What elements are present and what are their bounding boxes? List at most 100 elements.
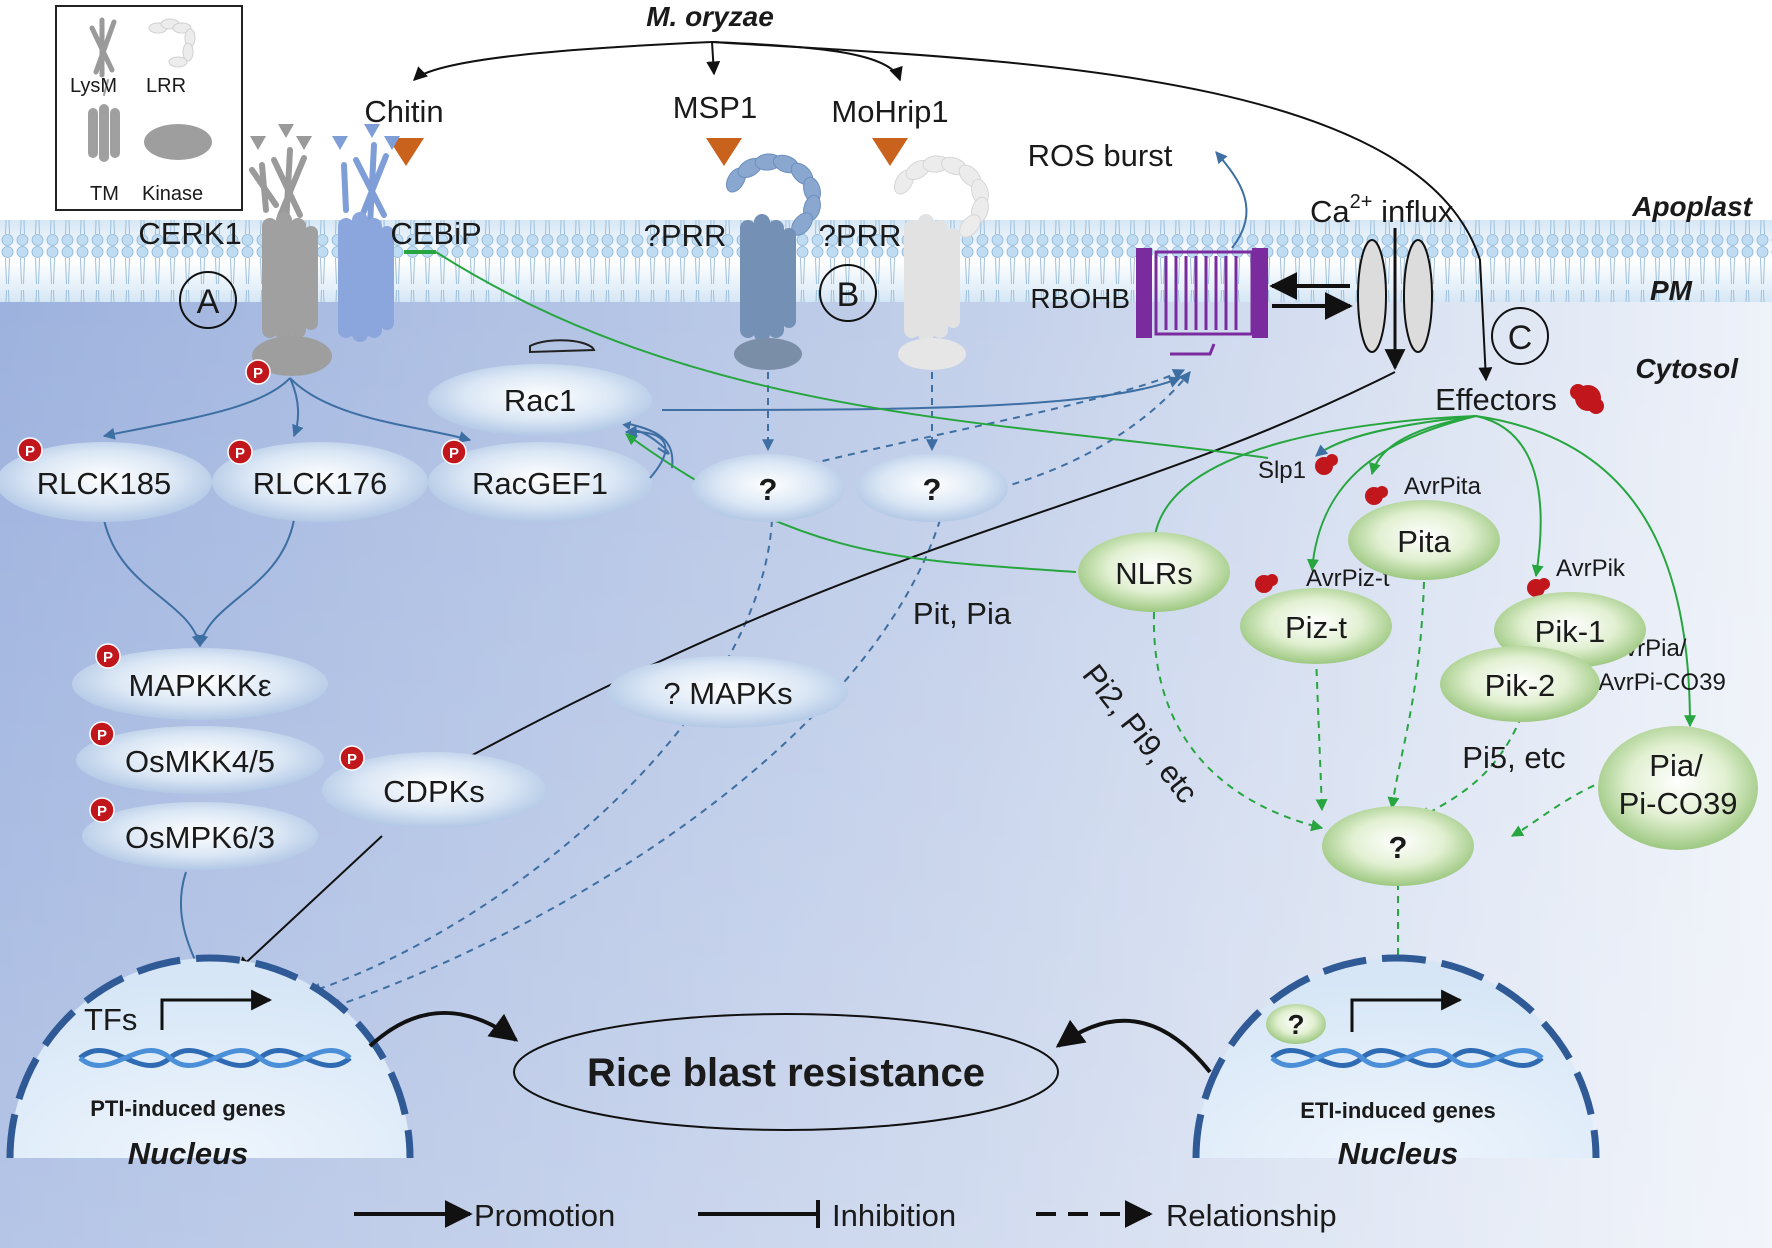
prr-msp1-label: ?PRR [644,218,727,253]
tfs-label: TFs [84,1002,137,1037]
node-unknown-1: ? [692,454,844,522]
ros-burst-arrow [1215,151,1248,249]
phospho-icon-rlck176: P [227,439,253,465]
section-a-label: A [197,283,220,321]
legend-lrr-label: LRR [146,75,186,97]
pia-label-1: Pia/ [1649,748,1703,783]
node-unknown-eti: ? [1322,806,1474,886]
mohrip1-triangle [872,138,908,166]
lysm-icon [89,17,117,96]
pti-nucleus [6,954,414,1159]
ca-influx-pre: Ca [1310,194,1350,229]
pita-label: Pita [1397,524,1451,559]
svg-text:P: P [103,649,113,666]
pathogen-arrows [412,41,1493,382]
phospho-icon-rlck185: P [17,437,43,463]
nucleus-unknown-node [1266,1004,1326,1044]
msp1-triangle [706,138,742,166]
rlck185-label: RLCK185 [37,466,171,501]
pathogen-title: M. oryzae [646,1,774,32]
node-mapkkk: MAPKKKε [72,648,328,720]
svg-text:P: P [449,445,459,462]
node-pita: Pita [1348,500,1500,580]
phospho-markers: P P P P P P P P [17,359,467,823]
prr-mohrip1-receptor [894,155,989,370]
nlrs-label: NLRs [1115,556,1193,591]
pti-dashed-arrows [308,369,1191,1011]
ligand-msp1-label: MSP1 [673,90,757,125]
cdpks-label: CDPKs [383,774,485,809]
phospho-icon-cerk1: P [245,359,271,385]
legend-relationship-label: Relationship [1166,1198,1337,1233]
structure-legend-box: LysM LRR TM Kinase [55,5,243,211]
apoplast-region [0,0,1772,262]
svg-text:P: P [253,365,263,382]
ligand-mohrip1-label: MoHrip1 [831,94,948,129]
eti-genes-label: ETI-induced genes [1300,1098,1496,1123]
node-unknown-2: ? [856,454,1008,522]
svg-text:P: P [347,751,357,768]
chitin-triangle [388,138,424,166]
node-pizt: Piz-t [1240,588,1392,664]
unknown-2-label: ? [923,472,942,507]
nucleus-unknown-label: ? [1287,1009,1304,1040]
pti-dna-icon [78,1048,352,1068]
node-osmpk: OsMPK6/3 [82,802,318,870]
kinase-icon [144,124,212,160]
slp1-label: Slp1 [1258,457,1306,484]
node-pia: Pia/ Pi-CO39 [1598,726,1758,850]
pik1-label: Pik-1 [1535,614,1606,649]
unknown-eti-label: ? [1389,830,1408,865]
section-c-label: C [1508,319,1533,357]
prr-msp1-receptor [726,153,821,370]
svg-text:P: P [97,727,107,744]
avrpita-label: AvrPita [1404,473,1482,500]
pi5-label: Pi5, etc [1462,740,1565,775]
ca-influx-sup: 2+ [1350,191,1373,213]
eti-dna-icon [1270,1048,1544,1068]
osmkk-label: OsMKK4/5 [125,744,275,779]
node-cdpks: CDPKs [322,752,546,828]
effectors-label: Effectors [1435,382,1557,417]
node-rlck185: RLCK185 [0,442,212,522]
section-c-circle [1491,307,1549,365]
section-b-label: B [837,276,860,314]
node-pik2: Pik-2 [1440,646,1600,722]
outcome-arrows [368,1011,1212,1074]
eti-arrows [435,251,1696,728]
node-nlrs: NLRs [1078,532,1230,612]
ros-burst-label: ROS burst [1028,138,1173,173]
phospho-icon-mapkkk: P [95,643,121,669]
outcome-ellipse [513,1013,1059,1131]
calcium-channel [1269,228,1433,371]
ca-influx-post: influx [1372,194,1453,229]
cerk1-label: CERK1 [138,216,241,251]
node-racgef1: RacGEF1 [428,442,652,522]
phospho-icon-osmkk: P [89,721,115,747]
pizt-label: Piz-t [1285,610,1347,645]
osmpk-label: OsMPK6/3 [125,820,275,855]
ca-influx-label: Ca2+ influx [1310,191,1454,229]
phospho-icon-racgef1: P [441,439,467,465]
eti-nucleus: ? [1192,954,1600,1159]
node-rac1: Rac1 [428,339,652,436]
ligand-chitin-label: Chitin [364,94,443,129]
svg-text:P: P [97,803,107,820]
outcome-label: Rice blast resistance [587,1051,985,1095]
cebip-receptor [332,124,400,342]
pik2-label: Pik-2 [1485,668,1556,703]
rbohb-label: RBOHB [1030,283,1130,314]
cebip-label: CEBiP [390,216,481,251]
eti-nucleus-label: Nucleus [1338,1136,1459,1171]
pti-nucleus-label: Nucleus [128,1136,249,1171]
phospho-icon-osmpk: P [89,797,115,823]
legend-tm-label: TM [90,183,119,205]
pti-genes-label: PTI-induced genes [90,1096,286,1121]
node-osmkk: OsMKK4/5 [76,726,324,794]
cytosol-label: Cytosol [1635,353,1739,384]
apoplast-label: Apoplast [1631,191,1753,222]
prr-mohrip1-label: ?PRR [819,218,902,253]
rbohb-channel [1136,248,1268,356]
legend-inhibition-label: Inhibition [832,1198,956,1233]
section-a-circle [179,271,237,329]
